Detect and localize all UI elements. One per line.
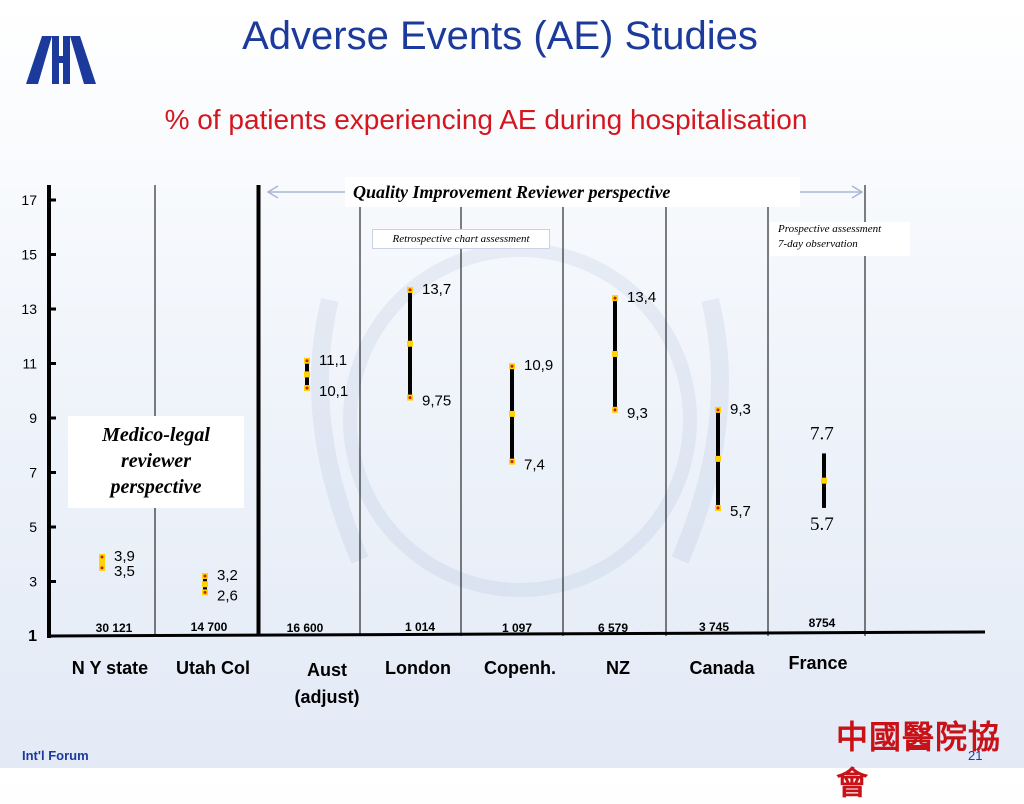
- range-end-dot: [100, 555, 104, 559]
- category-label: N Y state: [72, 658, 148, 678]
- range-end-dot: [716, 506, 720, 510]
- category-label: Canada: [689, 658, 755, 678]
- sample-size-label: 1 014: [405, 620, 435, 634]
- medico-legal-line3: perspective: [110, 476, 202, 498]
- footer-forum: Int'l Forum: [22, 748, 89, 763]
- range-end-dot: [716, 408, 720, 412]
- range-end-dot: [203, 590, 207, 594]
- range-end-dot: [510, 364, 514, 368]
- range-mid-marker: [99, 559, 105, 566]
- range-end-dot: [613, 408, 617, 412]
- watermark-emblem: [311, 243, 729, 597]
- range-end-dot: [305, 359, 309, 363]
- range-mid-marker: [509, 410, 515, 417]
- sample-size-label: 1 097: [502, 621, 532, 635]
- retrospective-label: Retrospective chart assessment: [372, 229, 550, 249]
- y-tick-label: 7: [29, 465, 37, 481]
- range-mid-marker: [821, 477, 827, 484]
- range-mid-marker: [715, 455, 721, 462]
- arrow-head-right: [851, 185, 864, 199]
- high-value-label: 3,2: [217, 567, 238, 584]
- slide-subtitle: % of patients experiencing AE during hos…: [164, 104, 808, 135]
- y-tick-label: 13: [21, 301, 37, 317]
- range-mid-marker: [407, 340, 413, 347]
- range-end-dot: [408, 396, 412, 400]
- high-value-label: 3,9: [114, 548, 135, 565]
- high-value-label: 11,1: [319, 352, 347, 369]
- range-end-dot: [613, 296, 617, 300]
- y-tick-label: 17: [21, 192, 37, 208]
- sample-size-label: 3 745: [699, 620, 729, 634]
- low-value-label: 9,75: [422, 393, 451, 410]
- high-value-label: 13,4: [627, 289, 656, 306]
- range-mid-marker: [304, 371, 310, 378]
- range-mid-marker: [202, 581, 208, 588]
- x-axis-line: [48, 630, 986, 638]
- range-end-dot: [305, 386, 309, 390]
- medico-legal-line2: reviewer: [121, 450, 191, 472]
- low-value-label: 5,7: [730, 503, 751, 520]
- medico-legal-label: Medico-legal reviewer perspective: [68, 416, 244, 508]
- arrow-head-left: [266, 185, 279, 199]
- y-tick-label: 11: [22, 356, 37, 372]
- low-value-label: 10,1: [319, 383, 348, 400]
- category-label: Aust: [307, 660, 347, 680]
- range-end-dot: [510, 460, 514, 464]
- cha-logo: [22, 28, 100, 92]
- slide-title: Adverse Events (AE) Studies: [242, 14, 758, 58]
- category-label: Copenh.: [484, 658, 556, 678]
- category-label: (adjust): [295, 687, 360, 707]
- medico-legal-line1: Medico-legal: [102, 424, 210, 446]
- quality-improvement-label: Quality Improvement Reviewer perspective: [345, 177, 800, 207]
- y-tick-label: 3: [29, 574, 37, 590]
- category-label: London: [385, 658, 451, 678]
- category-label: France: [788, 653, 847, 673]
- chinese-association-logo: 中國醫院協會: [836, 718, 1002, 802]
- low-value-label: 9,3: [627, 405, 648, 422]
- prospective-line1: Prospective assessment: [778, 223, 882, 235]
- sample-size-label: 16 600: [287, 621, 324, 635]
- high-value-label: 7.7: [810, 423, 834, 444]
- category-label: NZ: [606, 658, 630, 678]
- category-label: Utah Col: [176, 658, 250, 678]
- y-tick-label: 5: [29, 519, 37, 535]
- y-tick-label: 15: [21, 247, 37, 263]
- range-mid-marker: [612, 350, 618, 357]
- y-tick-label: 9: [29, 410, 37, 426]
- sample-size-label: 8754: [809, 616, 836, 630]
- prospective-line2: 7-day observation: [778, 238, 858, 250]
- high-value-label: 10,9: [524, 357, 553, 374]
- range-end-dot: [408, 288, 412, 292]
- y-tick-label: 1: [28, 628, 37, 645]
- low-value-label: 7,4: [524, 457, 545, 474]
- prospective-label: Prospective assessment 7-day observation: [770, 222, 910, 256]
- range-chart: 17 15 13 11 9 7 5 3 1 3,93,5 30 121 N Y state 3,2 2,…: [21, 185, 986, 707]
- low-value-label: 3,5: [114, 563, 135, 580]
- range-end-dot: [203, 574, 207, 578]
- range-end-dot: [100, 566, 104, 570]
- page-number: 21: [968, 748, 983, 763]
- high-value-label: 9,3: [730, 401, 751, 418]
- sample-size-label: 6 579: [598, 621, 628, 635]
- low-value-label: 5.7: [810, 514, 834, 535]
- low-value-label: 2,6: [217, 587, 238, 604]
- high-value-label: 13,7: [422, 281, 451, 298]
- sample-size-label: 30 121: [96, 621, 133, 635]
- sample-size-label: 14 700: [191, 620, 228, 634]
